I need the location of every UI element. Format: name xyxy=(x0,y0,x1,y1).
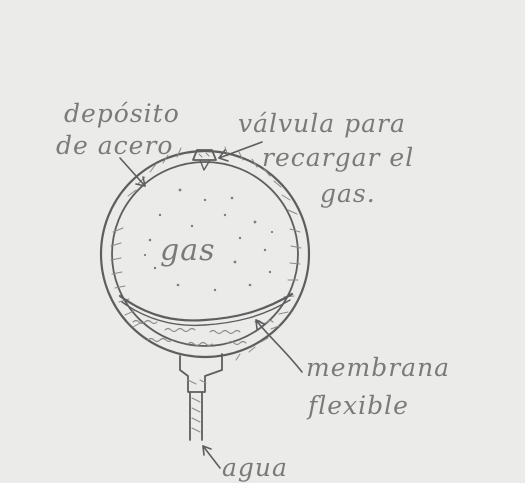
steel-tank xyxy=(99,146,311,361)
membrana-arrow xyxy=(255,319,303,373)
water-squiggles xyxy=(132,319,274,347)
label-arrows xyxy=(119,141,303,469)
label-membrana-line1: membrana xyxy=(306,353,450,382)
label-valvula-line1: válvula para xyxy=(238,109,406,138)
valvula-arrow xyxy=(218,141,263,159)
flexible-membrane xyxy=(118,292,294,327)
agua-arrow xyxy=(202,445,221,469)
deposito-arrow xyxy=(119,157,146,187)
label-gas: gas xyxy=(160,233,216,268)
label-deposito-line2: de acero xyxy=(56,131,173,160)
label-deposito-line1: depósito xyxy=(64,99,180,128)
tank-wall-hatching xyxy=(110,146,302,361)
label-agua: agua xyxy=(222,453,288,482)
gas-speckles xyxy=(143,188,274,292)
refill-valve xyxy=(192,149,217,171)
label-valvula-line2: recargar el xyxy=(262,143,414,172)
label-valvula-line3: gas. xyxy=(320,179,376,208)
water-inlet-pipe xyxy=(179,353,223,441)
label-membrana-line2: flexible xyxy=(306,391,409,420)
